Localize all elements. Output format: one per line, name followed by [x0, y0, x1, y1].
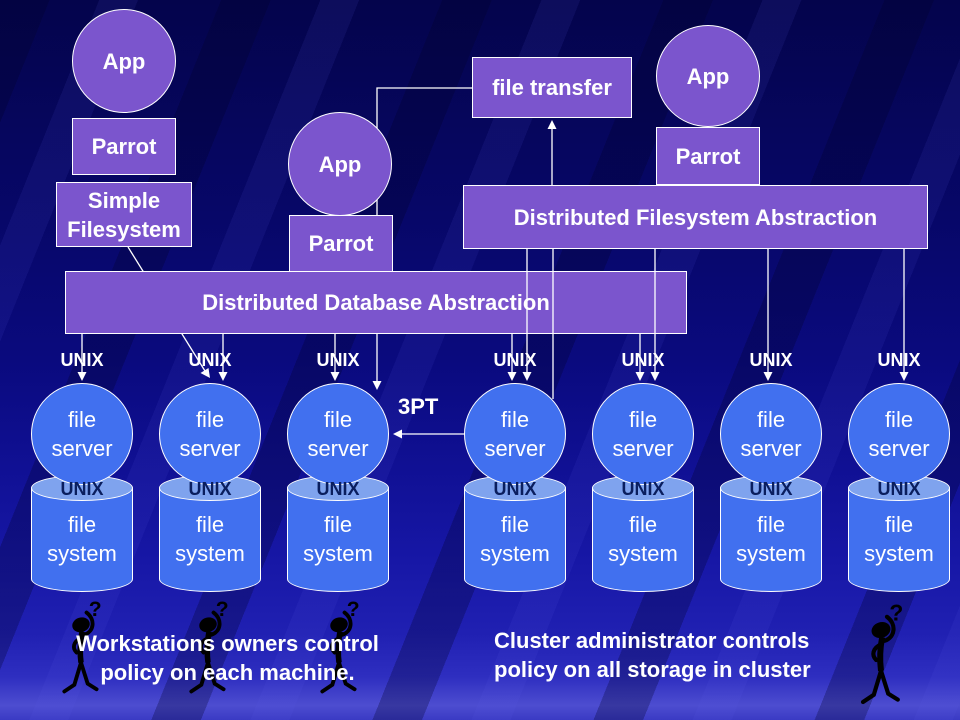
file-system-label: file system [480, 512, 550, 566]
file-system-cylinder [848, 475, 950, 592]
file-server-line1: file [67, 407, 97, 432]
dda-label: Distributed Database Abstraction [202, 290, 550, 315]
file-server-node: file server [464, 383, 566, 485]
file-system-label: file system [736, 512, 806, 566]
unix-os-label: UNIX [60, 350, 104, 370]
app-label: App [318, 151, 362, 177]
storage-column-2: UNIX file server UNIX file system [158, 350, 262, 598]
unix-os-label: UNIX [493, 350, 537, 370]
parrot-label: Parrot [308, 231, 374, 256]
simple-filesystem-box: Simple Filesystem [56, 182, 192, 247]
distributed-database-abstraction-box: Distributed Database Abstraction [65, 271, 687, 334]
file-system-label: file system [864, 512, 934, 566]
app-label: App [102, 48, 146, 74]
cylinder-unix-label: UNIX [188, 479, 232, 499]
simple-fs-line2: Filesystem [67, 216, 181, 242]
parrot-box-3: Parrot [656, 127, 760, 185]
parrot-box-2: Parrot [289, 215, 393, 272]
cylinder-unix-label: UNIX [621, 479, 665, 499]
storage-column-4: UNIX file server UNIX file system [463, 350, 567, 598]
file-system-cylinder [31, 475, 133, 592]
app-circle-3: App [656, 25, 760, 127]
cylinder-unix-label: UNIX [493, 479, 537, 499]
file-server-node: file server [592, 383, 694, 485]
file-server-node: file server [159, 383, 261, 485]
parrot-box-1: Parrot [72, 118, 176, 175]
unix-os-label: UNIX [749, 350, 793, 370]
caption-cluster-admin: Cluster administrator controls policy on… [494, 628, 811, 682]
file-system-label: file system [303, 512, 373, 566]
file-system-label: file system [47, 512, 117, 566]
threept-label: 3PT [398, 394, 439, 419]
file-transfer-box: file transfer [472, 57, 632, 118]
cylinder-unix-label: UNIX [877, 479, 921, 499]
cylinder-body [31, 488, 133, 579]
cylinder-unix-label: UNIX [749, 479, 793, 499]
file-system-label: file system [608, 512, 678, 566]
storage-column-7: UNIX file server UNIX file system [847, 350, 951, 598]
app-label: App [686, 63, 730, 89]
dfa-label: Distributed Filesystem Abstraction [513, 204, 878, 230]
unix-os-label: UNIX [188, 350, 232, 370]
storage-column-5: UNIX file server UNIX file system [591, 350, 695, 598]
file-transfer-label: file transfer [492, 75, 612, 100]
file-system-cylinder [592, 475, 694, 592]
file-system-cylinder [464, 475, 566, 592]
app-circle-1: App [72, 9, 176, 113]
storage-column-1: UNIX file server UNIX file system [30, 350, 134, 598]
storage-column-3: UNIX file server UNIX file system [286, 350, 390, 598]
connector-dfa-to-filetransfer [547, 120, 557, 185]
file-server-node: file server [287, 383, 389, 485]
file-server-line2: server [51, 436, 113, 461]
caption-workstations: Workstations owners control policy on ea… [76, 631, 379, 685]
connector-3pt-server4-to-server3 [393, 429, 465, 439]
unix-os-label: UNIX [877, 350, 921, 370]
parrot-label: Parrot [675, 143, 741, 169]
distributed-filesystem-abstraction-box: Distributed Filesystem Abstraction [463, 185, 928, 249]
file-system-label: file system [175, 512, 245, 566]
storage-column-6: UNIX file server UNIX file system [719, 350, 823, 598]
parrot-label: Parrot [91, 134, 157, 159]
file-server-node: file server [720, 383, 822, 485]
file-server-node: file server [31, 383, 133, 485]
cylinder-unix-label: UNIX [60, 479, 104, 499]
unix-os-label: UNIX [621, 350, 665, 370]
file-system-cylinder [287, 475, 389, 592]
cylinder-unix-label: UNIX [316, 479, 360, 499]
file-server-node: file server [848, 383, 950, 485]
simple-fs-line1: Simple [87, 187, 161, 213]
unix-os-label: UNIX [316, 350, 360, 370]
app-circle-2: App [288, 112, 392, 216]
